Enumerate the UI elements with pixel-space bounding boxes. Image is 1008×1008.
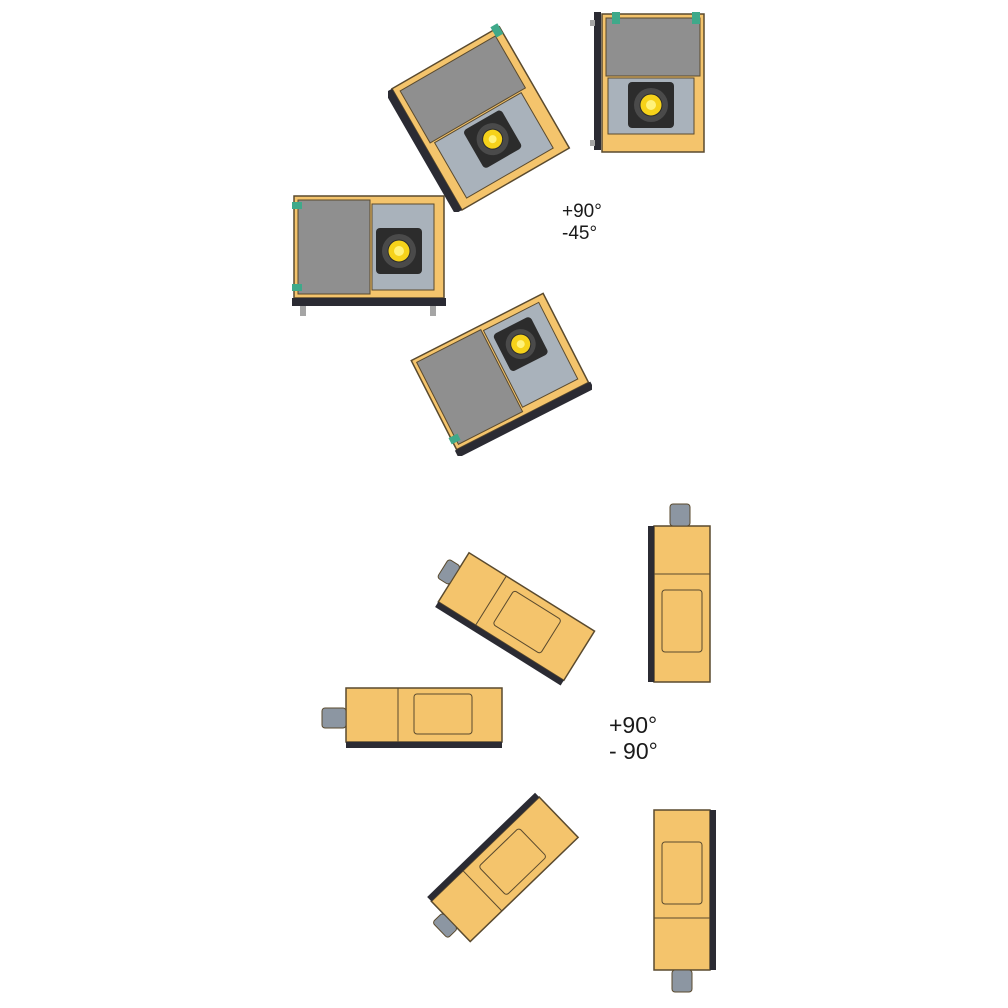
projector-front-view-minus90 — [590, 12, 705, 153]
projector-side-view-minus90 — [648, 503, 711, 683]
projector-front-view-0 — [292, 195, 446, 316]
tilt-range-label-side: +90° - 90° — [609, 712, 658, 765]
projector-side-view-plus90 — [653, 809, 716, 993]
tilt-range-label-front: +90° -45° — [562, 201, 602, 245]
tilt-up-value: +90° — [562, 201, 602, 222]
tilt-down-value: -45° — [562, 222, 598, 244]
projector-front-view-minus45 — [388, 23, 571, 212]
projector-side-view-minus45 — [435, 551, 596, 686]
projector-front-view-plus45 — [410, 292, 592, 456]
projector-side-view-0 — [321, 687, 503, 748]
tilt-up-value: +90° — [609, 712, 658, 738]
projector-side-view-plus45 — [427, 792, 580, 943]
tilt-down-value: - 90° — [609, 738, 658, 765]
